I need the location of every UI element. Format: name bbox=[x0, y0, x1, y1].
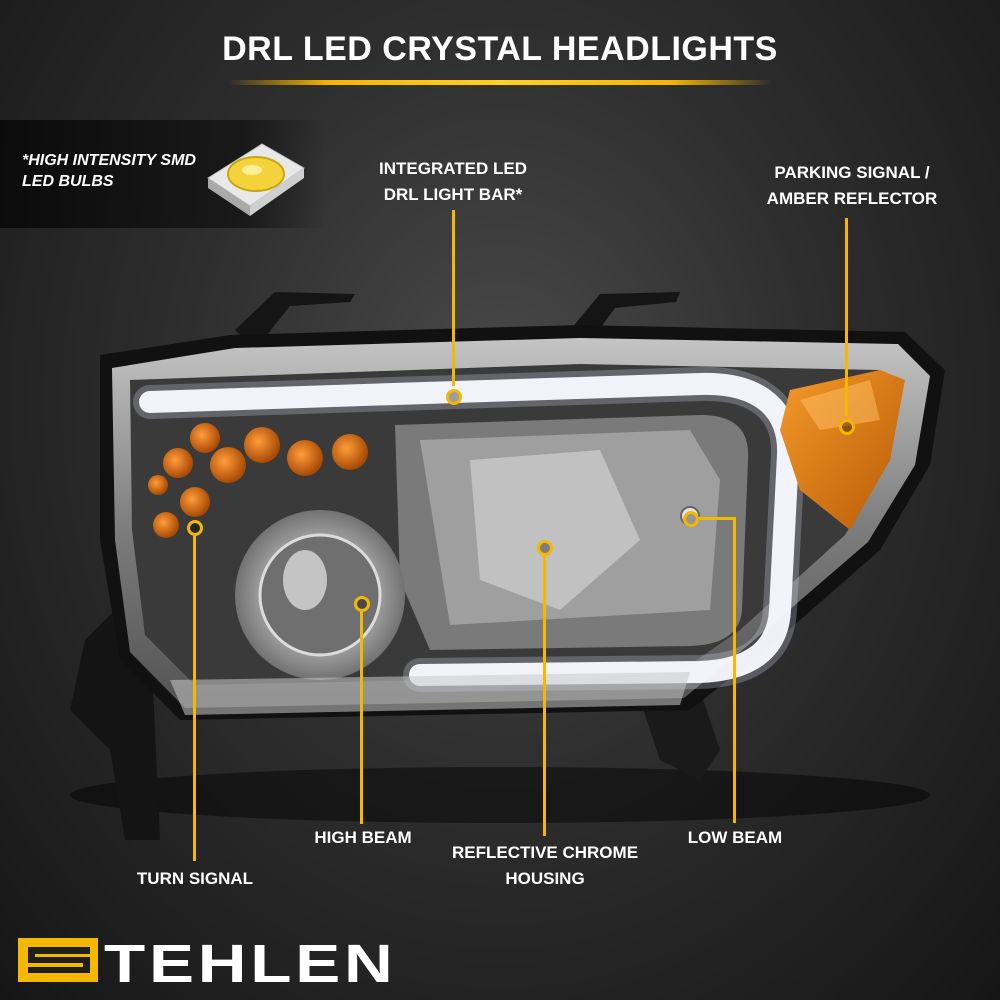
smd-led-chip-icon bbox=[207, 143, 305, 216]
callout-housing-label: REFLECTIVE CHROME HOUSING bbox=[451, 843, 639, 888]
callout-lowbeam-label: LOW BEAM bbox=[687, 828, 783, 847]
callout-housing-line bbox=[543, 556, 546, 836]
callout-highbeam-line bbox=[360, 612, 363, 824]
stehlen-s-logo-icon bbox=[18, 938, 98, 982]
callout-highbeam-dot bbox=[354, 596, 370, 612]
callout-highbeam-label: HIGH BEAM bbox=[314, 828, 412, 847]
callout-parking-dot bbox=[839, 419, 855, 435]
callout-parking-label: PARKING SIGNAL / AMBER REFLECTOR bbox=[766, 163, 938, 208]
callout-lowbeam-dot bbox=[683, 511, 699, 527]
callout-housing-dot bbox=[537, 540, 553, 556]
callout-parking-line bbox=[845, 218, 848, 416]
page-title: DRL LED CRYSTAL HEADLIGHTS bbox=[222, 30, 778, 68]
callout-turn-line bbox=[193, 536, 196, 861]
callout-drl-dot bbox=[446, 389, 462, 405]
headlight-image bbox=[70, 292, 945, 840]
callout-drl-line bbox=[452, 210, 455, 386]
callout-turn-label: TURN SIGNAL bbox=[136, 869, 254, 888]
callout-drl-label: INTEGRATED LED DRL LIGHT BAR* bbox=[379, 159, 527, 204]
callout-lowbeam-line bbox=[733, 517, 736, 823]
callout-turn-dot bbox=[187, 520, 203, 536]
smd-note: *HIGH INTENSITY SMD LED BULBS bbox=[22, 152, 196, 190]
callout-lowbeam-hline bbox=[699, 517, 735, 520]
brand-wordmark: TEHLEN bbox=[104, 934, 397, 994]
title-underline bbox=[228, 80, 772, 85]
